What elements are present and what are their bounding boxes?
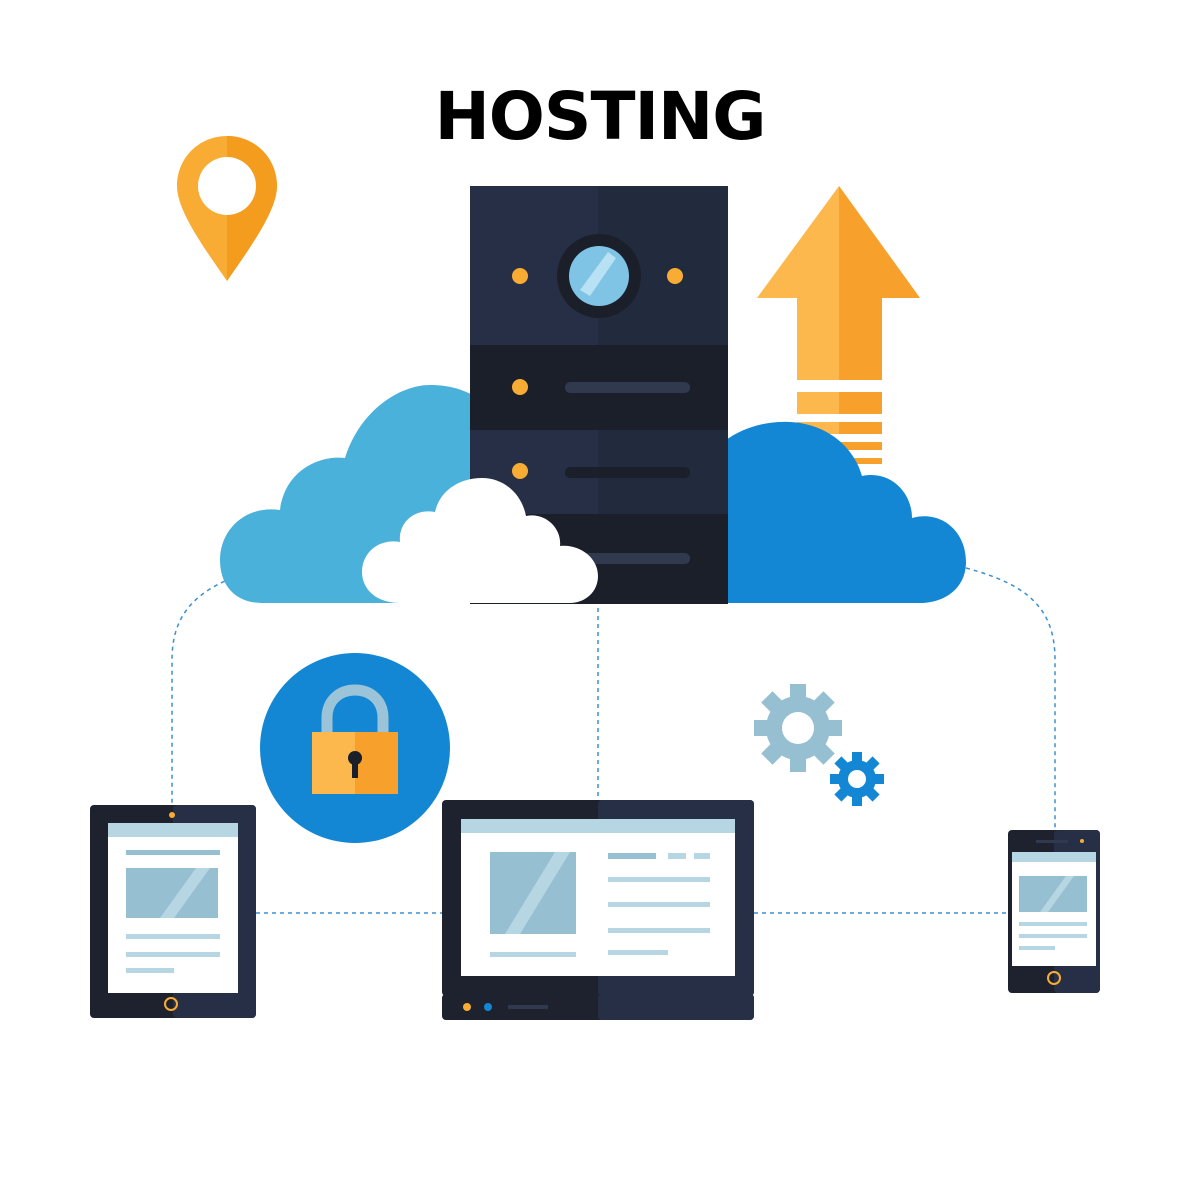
- tablet-icon: [90, 805, 256, 1018]
- gears-icon: [754, 684, 884, 806]
- network-connections: [171, 567, 1056, 914]
- gear-large-icon: [754, 684, 842, 772]
- server-icon: [470, 186, 728, 604]
- laptop-icon: [442, 800, 754, 1020]
- page-title: HOSTING: [434, 78, 767, 155]
- status-light: [512, 268, 528, 284]
- status-light: [667, 268, 683, 284]
- smartphone-icon: [1008, 830, 1100, 993]
- cloud-right: [700, 421, 966, 603]
- location-pin-icon: [177, 136, 277, 281]
- gear-small-icon: [830, 752, 884, 806]
- cloud-front: [362, 478, 598, 603]
- padlock-icon: [260, 653, 450, 843]
